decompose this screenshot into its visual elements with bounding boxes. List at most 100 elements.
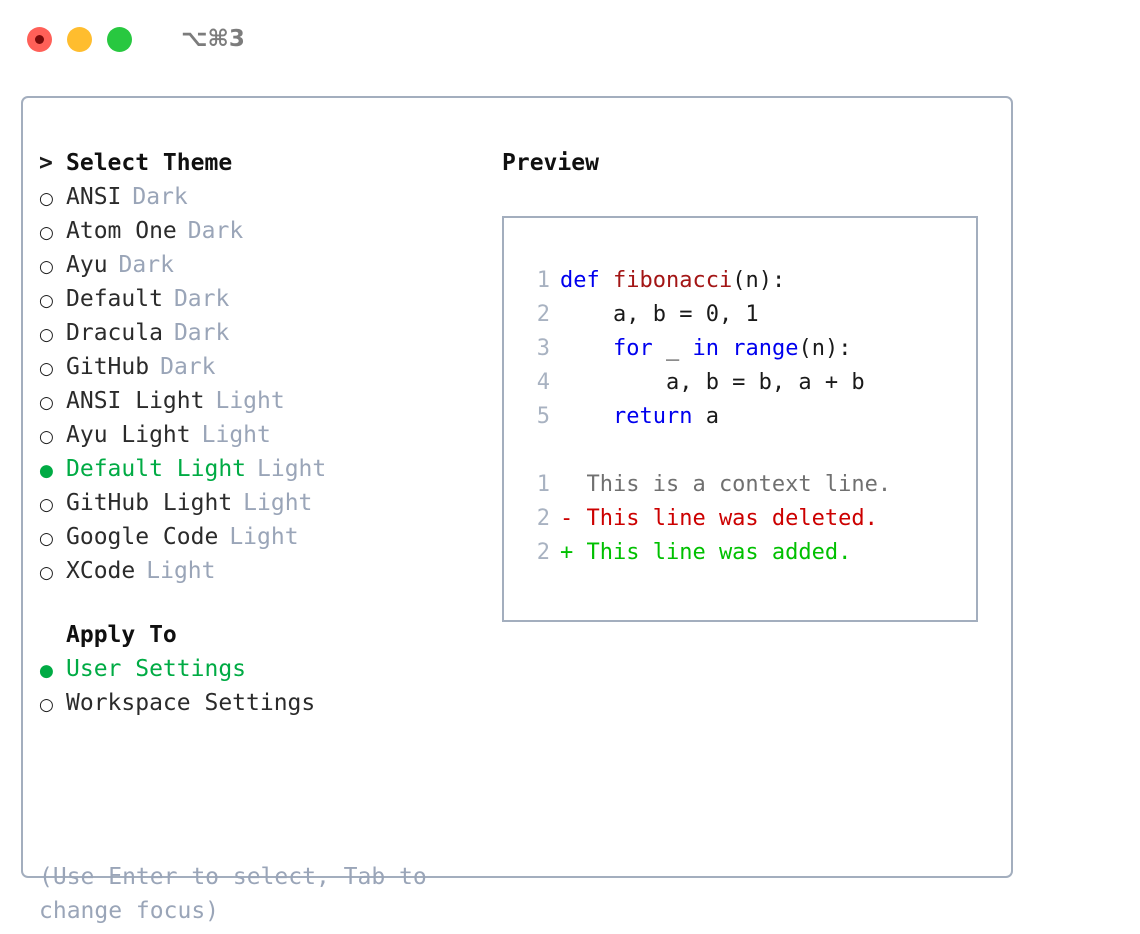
item-label: User Settings [66,656,247,682]
code-token: in [692,336,719,361]
section-spacer [39,588,489,618]
theme-item-11[interactable]: XCode Light [39,554,489,588]
code-line: 2 + This line was added. [504,536,976,570]
item-label: ANSI [66,184,122,210]
code-token: return [612,404,693,429]
item-label: Workspace Settings [66,690,316,716]
code-token: This is a context line. [560,472,892,497]
title-bar: ⌥⌘3 [0,0,1140,78]
apply-to-item-0[interactable]: User Settings [39,652,489,686]
caret-icon [39,146,66,180]
theme-selector-column: Select ThemeANSIDarkAtom OneDarkAyuDarkD… [39,146,489,720]
code-token: fibonacci [612,268,733,293]
code-token: + This line was added. [560,540,852,565]
line-number: 3 [536,336,550,361]
item-label: Atom One [66,218,177,244]
window-shortcut-label: ⌥⌘3 [181,26,245,52]
close-button-indicator [35,34,44,44]
minimize-button[interactable] [67,26,92,52]
line-number: 2 [536,506,550,531]
radio-unselected-icon [39,520,66,556]
apply-to-item-1[interactable]: Workspace Settings [39,686,489,720]
code-token: range [732,336,799,361]
code-token: a, b = 0, 1 [560,302,759,327]
theme-variant-tag: Dark [173,320,230,346]
item-label: Ayu Light [66,422,191,448]
code-token [719,332,732,366]
item-label: GitHub Light [66,490,233,516]
radio-unselected-icon [39,214,66,250]
theme-variant-tag: Light [146,558,216,584]
theme-item-9[interactable]: GitHub Light Light [39,486,489,520]
item-label: Google Code [66,524,219,550]
theme-list-header: Select Theme [39,146,489,180]
code-line: 2 - This line was deleted. [504,502,976,536]
radio-unselected-icon [39,248,66,284]
radio-unselected-icon [39,554,66,590]
theme-variant-tag: Dark [173,286,230,312]
theme-variant-tag: Light [243,490,313,516]
code-token: for [612,336,653,361]
radio-unselected-icon [39,384,66,420]
maximize-button[interactable] [107,26,132,52]
theme-item-0[interactable]: ANSI Dark [39,180,489,214]
blank-marker [39,618,66,652]
radio-unselected-icon [39,316,66,352]
apply-to-header: Apply To [39,618,489,652]
line-number: 2 [536,302,550,327]
radio-unselected-icon [39,486,66,522]
code-token: - This line was deleted. [560,506,878,531]
theme-variant-tag: Dark [187,218,244,244]
radio-unselected-icon [39,686,66,722]
code-token [560,332,613,366]
code-token: (n): [732,268,786,293]
theme-item-3[interactable]: Default Dark [39,282,489,316]
code-line: 2 a, b = 0, 1 [504,298,976,332]
preview-title: Preview [502,150,599,176]
item-label: ANSI Light [66,388,205,414]
theme-item-10[interactable]: Google Code Light [39,520,489,554]
item-label: XCode [66,558,136,584]
keyboard-hint: (Use Enter to select, Tab to change focu… [39,864,441,924]
item-label: Default Light [66,456,247,482]
theme-variant-tag: Dark [160,354,216,380]
code-line: 3 for _ in range(n): [504,332,976,366]
radio-unselected-icon [39,418,66,454]
code-token: a [692,404,719,429]
theme-item-1[interactable]: Atom One Dark [39,214,489,248]
code-token: a, b = b, a + b [560,370,865,395]
item-label: Ayu [66,252,108,278]
theme-variant-tag: Dark [118,252,174,278]
radio-unselected-icon [39,180,66,216]
item-label: GitHub [66,354,150,380]
item-label: Apply To [66,622,177,648]
radio-unselected-icon [39,282,66,318]
theme-variant-tag: Dark [132,184,188,210]
close-button[interactable] [27,26,52,52]
code-line: 5 return a [504,400,976,434]
line-number: 1 [536,472,550,497]
code-line: 1 This is a context line. [504,468,976,502]
line-number: 4 [536,370,550,395]
apply-to-list: Apply To User SettingsWorkspace Settings [39,618,489,720]
line-number: 5 [536,404,550,429]
line-number: 1 [536,268,550,293]
radio-unselected-icon [39,350,66,386]
line-number: 2 [536,540,550,565]
item-label: Default [66,286,163,312]
theme-item-2[interactable]: Ayu Dark [39,248,489,282]
radio-selected-icon [39,652,66,688]
theme-item-5[interactable]: GitHub Dark [39,350,489,384]
code-blank-line [504,434,976,468]
theme-variant-tag: Light [229,524,299,550]
code-token: (n): [798,336,852,361]
theme-list: Select ThemeANSIDarkAtom OneDarkAyuDarkD… [39,146,489,588]
